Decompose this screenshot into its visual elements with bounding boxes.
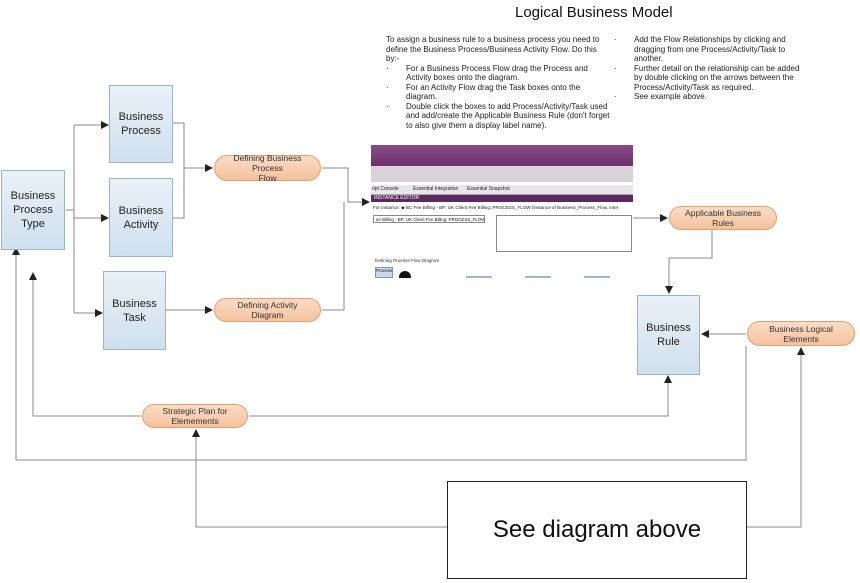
business-activity-box[interactable]: Business Activity [109, 178, 173, 257]
diagram-subtitle: Defining Process Flow Diagram [375, 258, 440, 263]
instructions-left: To assign a business rule to a business … [386, 35, 610, 130]
instruction-bullet: See example above. [614, 92, 804, 102]
instructions-intro: To assign a business rule to a business … [386, 35, 600, 63]
instruction-bullet: Double click the boxes to add Process/Ac… [386, 102, 610, 131]
shape-icon [399, 271, 411, 278]
instance-editor-header: INSTANCE EDITOR [371, 195, 633, 202]
business-rule-box[interactable]: Business Rule [637, 295, 700, 375]
applicable-business-rules-node[interactable]: Applicable Business Rules [669, 206, 777, 230]
page-title: Logical Business Model [515, 4, 673, 21]
tab-essential-snapshot: Essential Snapshot [467, 186, 510, 192]
screenshot-toolbar [371, 145, 633, 166]
instance-name-field: ee Billing - BP: UK Client Fee Billing::… [373, 215, 485, 223]
diagram-block [525, 276, 551, 278]
business-logical-elements-node[interactable]: Business Logical Elements [747, 321, 855, 346]
instance-row: For Instance: ◆ BC Fee Billing - BP: UK … [373, 205, 619, 210]
tab-script-console: ript Console [372, 186, 399, 192]
instance-pane [496, 215, 632, 252]
diagram-block [584, 276, 610, 278]
business-process-type-box[interactable]: Business Process Type [1, 170, 65, 250]
instruction-bullet: Add the Flow Relationships by clicking a… [614, 35, 804, 64]
instruction-bullet: For a Business Process Flow drag the Pro… [386, 64, 610, 83]
process-icon: Process [375, 267, 393, 278]
instruction-bullet: Further detail on the relationship can b… [614, 64, 804, 93]
strategic-plan-node[interactable]: Strategic Plan for Elemements [142, 404, 248, 428]
instructions-right: Add the Flow Relationships by clicking a… [614, 35, 804, 102]
see-diagram-box: See diagram above [447, 481, 747, 579]
screenshot-ribbon [371, 166, 633, 182]
diagram-block [466, 276, 492, 278]
defining-business-process-flow-node[interactable]: Defining Business Process Flow [214, 153, 321, 183]
defining-activity-diagram-node[interactable]: Defining Activity Diagram [214, 298, 321, 322]
embedded-editor-screenshot: ript Console Essential Integration Essen… [371, 145, 633, 278]
business-process-box[interactable]: Business Process [109, 85, 173, 163]
instruction-bullet: For an Activity Flow drag the Task boxes… [386, 83, 610, 102]
business-task-box[interactable]: Business Task [103, 271, 166, 350]
tab-essential-integration: Essential Integration [413, 186, 459, 192]
screenshot-tabs: ript Console Essential Integration Essen… [371, 185, 633, 195]
